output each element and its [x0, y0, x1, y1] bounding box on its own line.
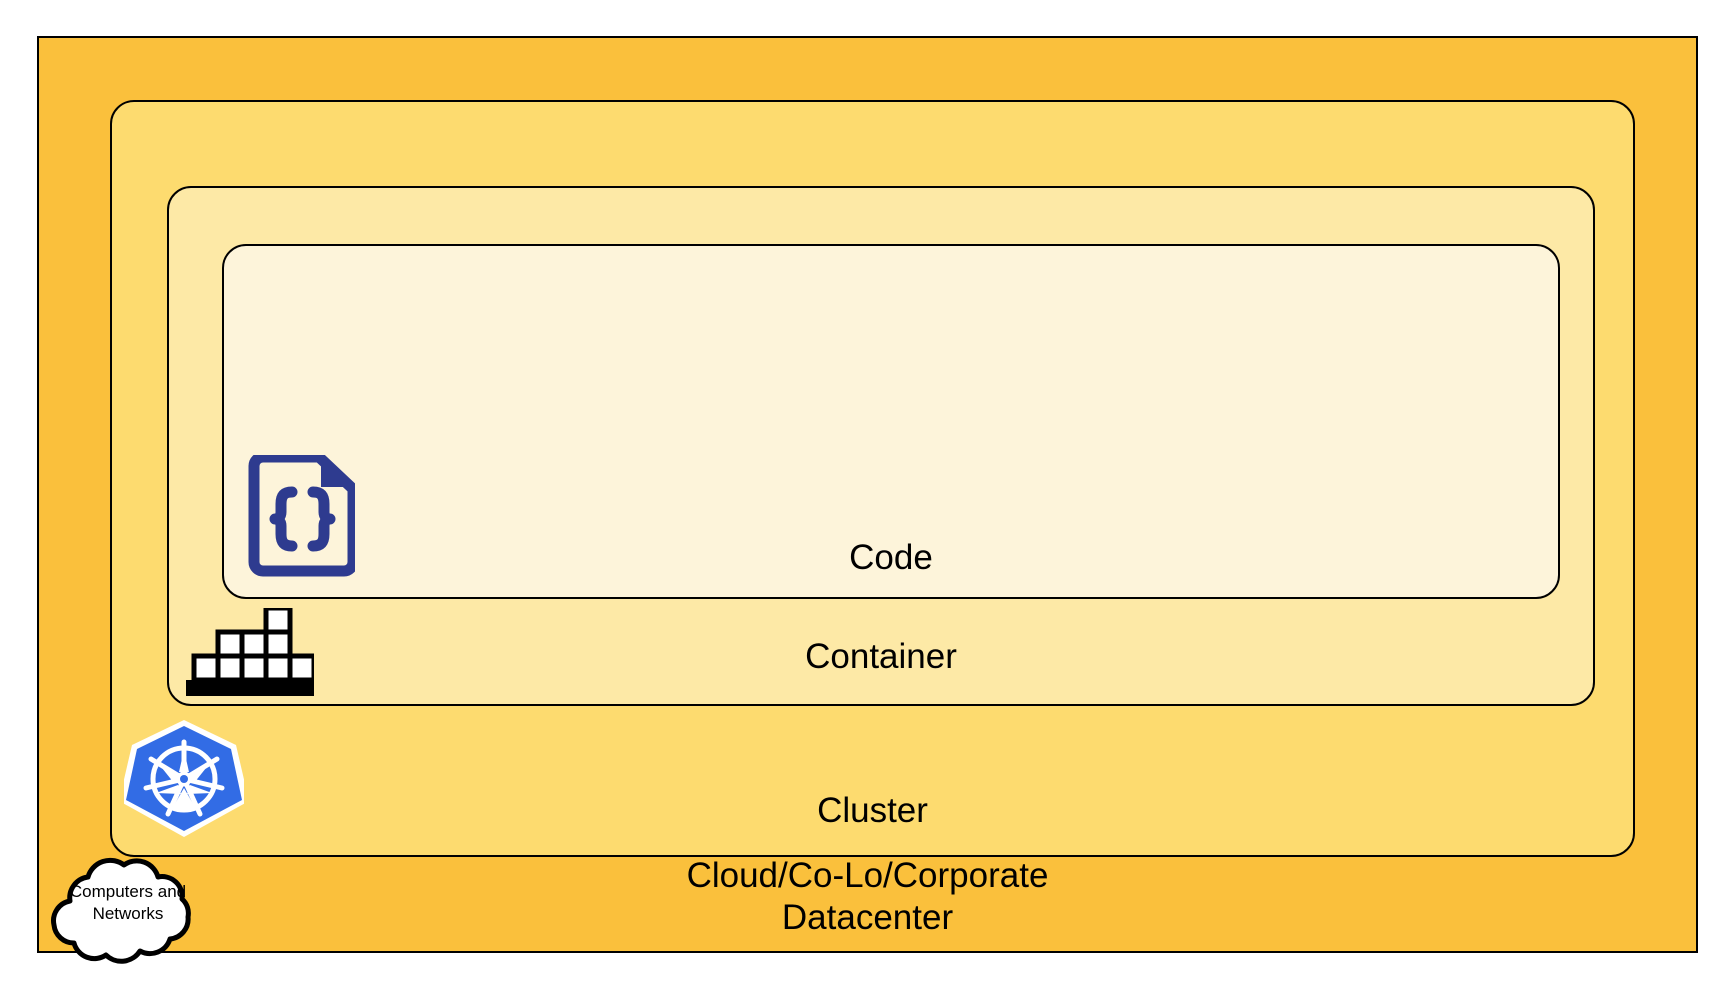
layer-code [222, 244, 1560, 599]
layer-label-cluster: Cluster [817, 791, 928, 830]
code-file-icon [245, 451, 359, 580]
layer-label-container: Container [805, 637, 957, 676]
container-blocks-icon [186, 605, 317, 696]
layer-label-datacenter: Cloud/Co-Lo/Corporate Datacenter [686, 856, 1049, 937]
layer-label-code: Code [849, 538, 933, 577]
computers-networks-cloud: Computers and Networks [30, 855, 210, 967]
kubernetes-icon [119, 718, 249, 840]
